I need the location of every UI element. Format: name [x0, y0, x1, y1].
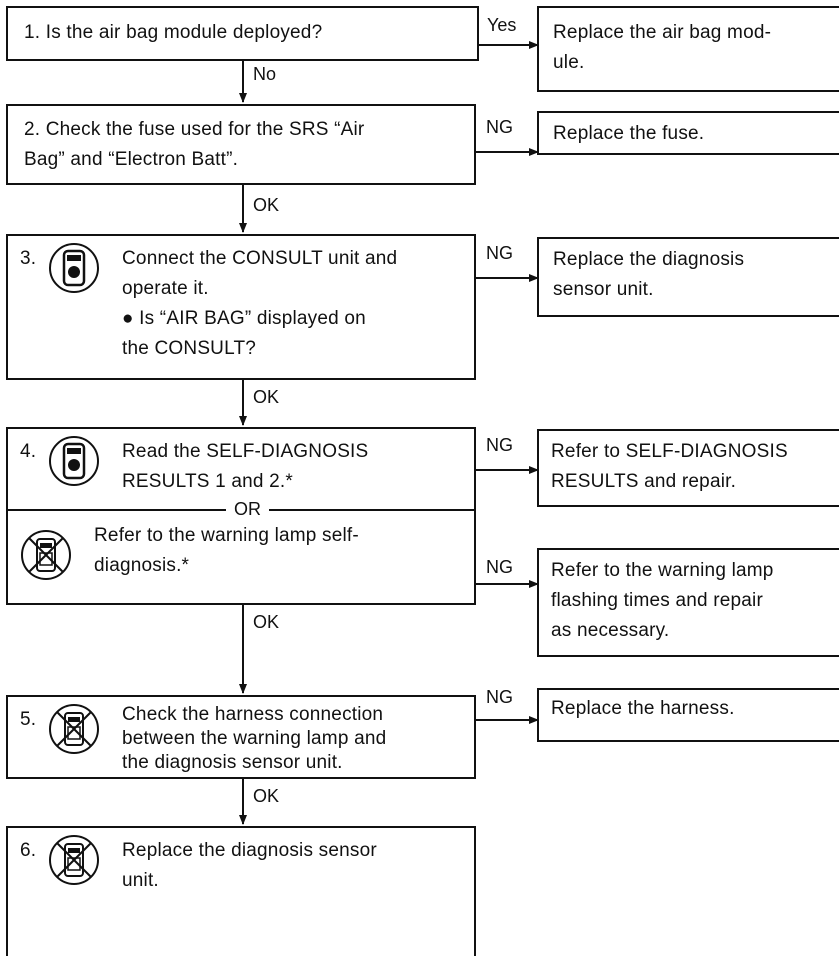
result-1-box: Replace the air bag mod- ule.	[537, 6, 839, 92]
result-3-box: Replace the diagnosis sensor unit.	[537, 237, 839, 317]
step-1-text: 1. Is the air bag module deployed?	[24, 22, 323, 43]
no-consult-tool-icon	[21, 530, 71, 580]
result-3-text: Replace the diagnosis sensor unit.	[553, 249, 745, 300]
consult-tool-icon	[49, 436, 99, 486]
step-4-box: 4. Read the SELF-DIAGNOSIS RESULTS 1 and…	[6, 427, 476, 605]
label-ng-4a: NG	[486, 435, 513, 455]
result-2-box: Replace the fuse.	[537, 111, 839, 155]
step-3-text: Connect the CONSULT unit and operate it.	[122, 248, 398, 299]
label-ng-5: NG	[486, 687, 513, 707]
step-1-box: 1. Is the air bag module deployed?	[6, 6, 479, 61]
step-6-box: 6. Replace the diagnosis sensor unit.	[6, 826, 476, 956]
label-yes: Yes	[487, 15, 517, 35]
label-no: No	[253, 64, 277, 84]
result-5-box: Replace the harness.	[537, 688, 839, 742]
result-1-text: Replace the air bag mod- ule.	[553, 22, 772, 73]
label-ng-3: NG	[486, 243, 513, 263]
result-2-text: Replace the fuse.	[553, 123, 705, 144]
step-4-number: 4.	[20, 441, 37, 462]
label-ng-2: NG	[486, 117, 513, 137]
result-5-text: Replace the harness.	[551, 698, 735, 719]
result-4a-box: Refer to SELF-DIAGNOSIS RESULTS and repa…	[537, 429, 839, 507]
step-6-number: 6.	[20, 840, 37, 861]
or-label: OR	[226, 498, 269, 520]
no-consult-tool-icon	[49, 835, 99, 885]
label-ok-3: OK	[253, 387, 280, 407]
label-ok-4: OK	[253, 612, 280, 632]
step-5-box: 5. Check the harness connection between …	[6, 695, 476, 779]
step-4-text-a: Read the SELF-DIAGNOSIS RESULTS 1 and 2.…	[122, 441, 369, 492]
consult-tool-icon	[49, 243, 99, 293]
result-4a-text: Refer to SELF-DIAGNOSIS RESULTS and repa…	[551, 441, 788, 492]
step-3-bullet: ● Is “AIR BAG” displayed on the CONSULT?	[122, 308, 366, 359]
step-2-text: 2. Check the fuse used for the SRS “Air …	[24, 119, 365, 170]
step-2-box: 2. Check the fuse used for the SRS “Air …	[6, 104, 476, 185]
step-6-text: Replace the diagnosis sensor unit.	[122, 840, 377, 891]
step-4-text-b: Refer to the warning lamp self- diagnosi…	[94, 525, 359, 576]
label-ng-4b: NG	[486, 557, 513, 577]
label-ok-2: OK	[253, 195, 280, 215]
label-ok-5: OK	[253, 786, 280, 806]
step-5-text: Check the harness connection between the…	[122, 704, 387, 773]
step-5-number: 5.	[20, 709, 37, 730]
result-4b-text: Refer to the warning lamp flashing times…	[551, 560, 774, 641]
step-3-box: 3. Connect the CONSULT unit and operate …	[6, 234, 476, 380]
result-4b-box: Refer to the warning lamp flashing times…	[537, 548, 839, 657]
step-3-number: 3.	[20, 248, 37, 269]
no-consult-tool-icon	[49, 704, 99, 754]
